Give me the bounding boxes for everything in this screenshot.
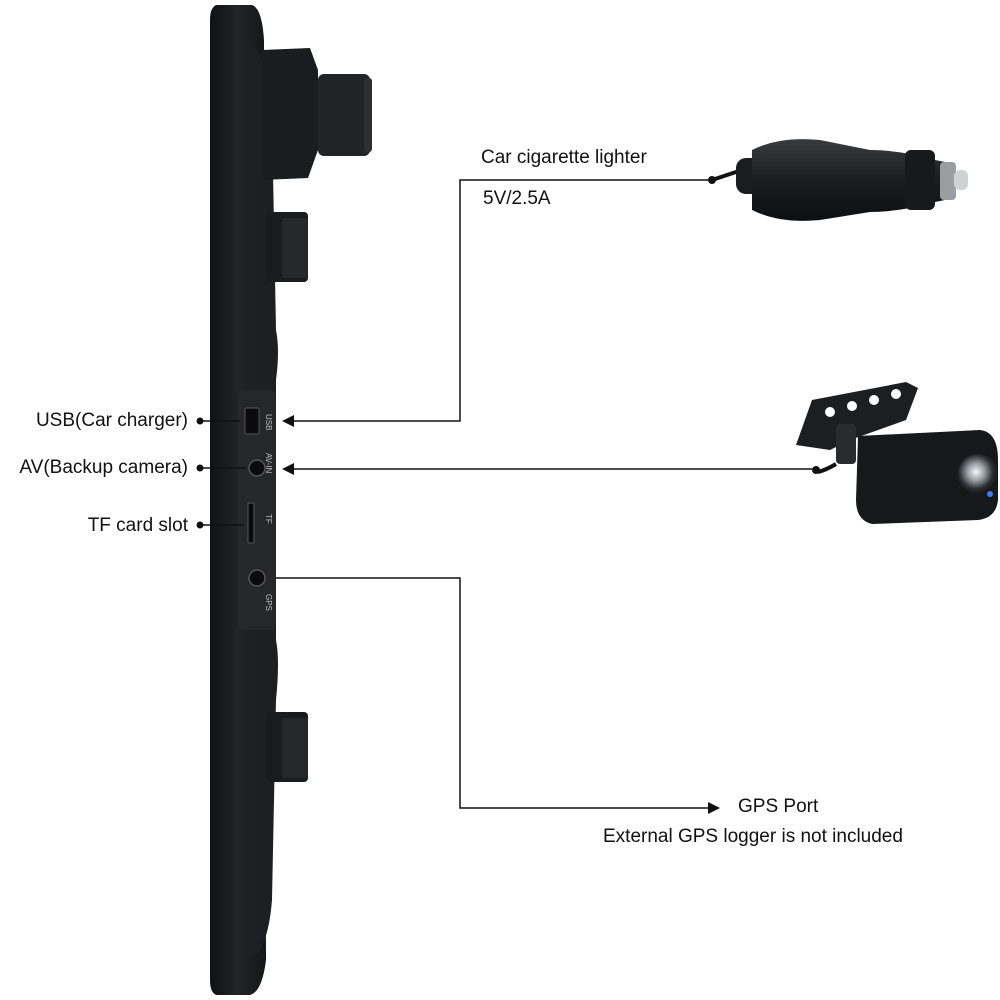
front-camera-housing (262, 48, 318, 180)
port-panel (238, 390, 276, 630)
arrow-gps (708, 802, 720, 814)
line-gps-port (276, 577, 708, 809)
tf-card-slot (247, 502, 255, 544)
dashcam-device: USB AV-IN TF GPS (210, 5, 372, 995)
tf-marking: TF (264, 514, 273, 524)
arrowheads (282, 415, 720, 814)
camera-bracket (796, 382, 918, 450)
usb-marking: USB (264, 414, 273, 430)
charger-tip (954, 170, 968, 190)
leader-dots (196, 417, 204, 529)
usb-port (244, 407, 260, 435)
gps-jack (248, 569, 266, 587)
line-lighter-to-usb (290, 179, 708, 422)
mounting-clip-bottom (266, 712, 308, 782)
label-tf: TF card slot (87, 515, 188, 536)
car-charger-plug (708, 139, 968, 221)
front-camera-lens-barrel (318, 74, 370, 156)
label-gps-port: GPS Port (738, 796, 819, 817)
label-gps-note: External GPS logger is not included (603, 826, 903, 847)
label-usb: USB(Car charger) (35, 410, 188, 431)
camera-cable (817, 462, 838, 474)
camera-mount-screw (836, 424, 856, 464)
charger-tip-sleeve (940, 162, 956, 200)
connector-lines (200, 179, 812, 809)
label-car-lighter-spec: 5V/2.5A (483, 188, 551, 209)
backup-camera (796, 382, 998, 524)
camera-lens (958, 454, 998, 494)
av-marking: AV-IN (264, 453, 273, 474)
arrow-av (282, 463, 294, 475)
charger-body (752, 139, 945, 221)
label-car-lighter: Car cigarette lighter (481, 147, 647, 168)
camera-body (856, 430, 998, 524)
label-av: AV(Backup camera) (19, 457, 188, 478)
arrow-usb (282, 415, 294, 427)
gps-marking: GPS (264, 594, 273, 611)
av-jack (248, 459, 266, 477)
mounting-clip-top (266, 212, 308, 282)
